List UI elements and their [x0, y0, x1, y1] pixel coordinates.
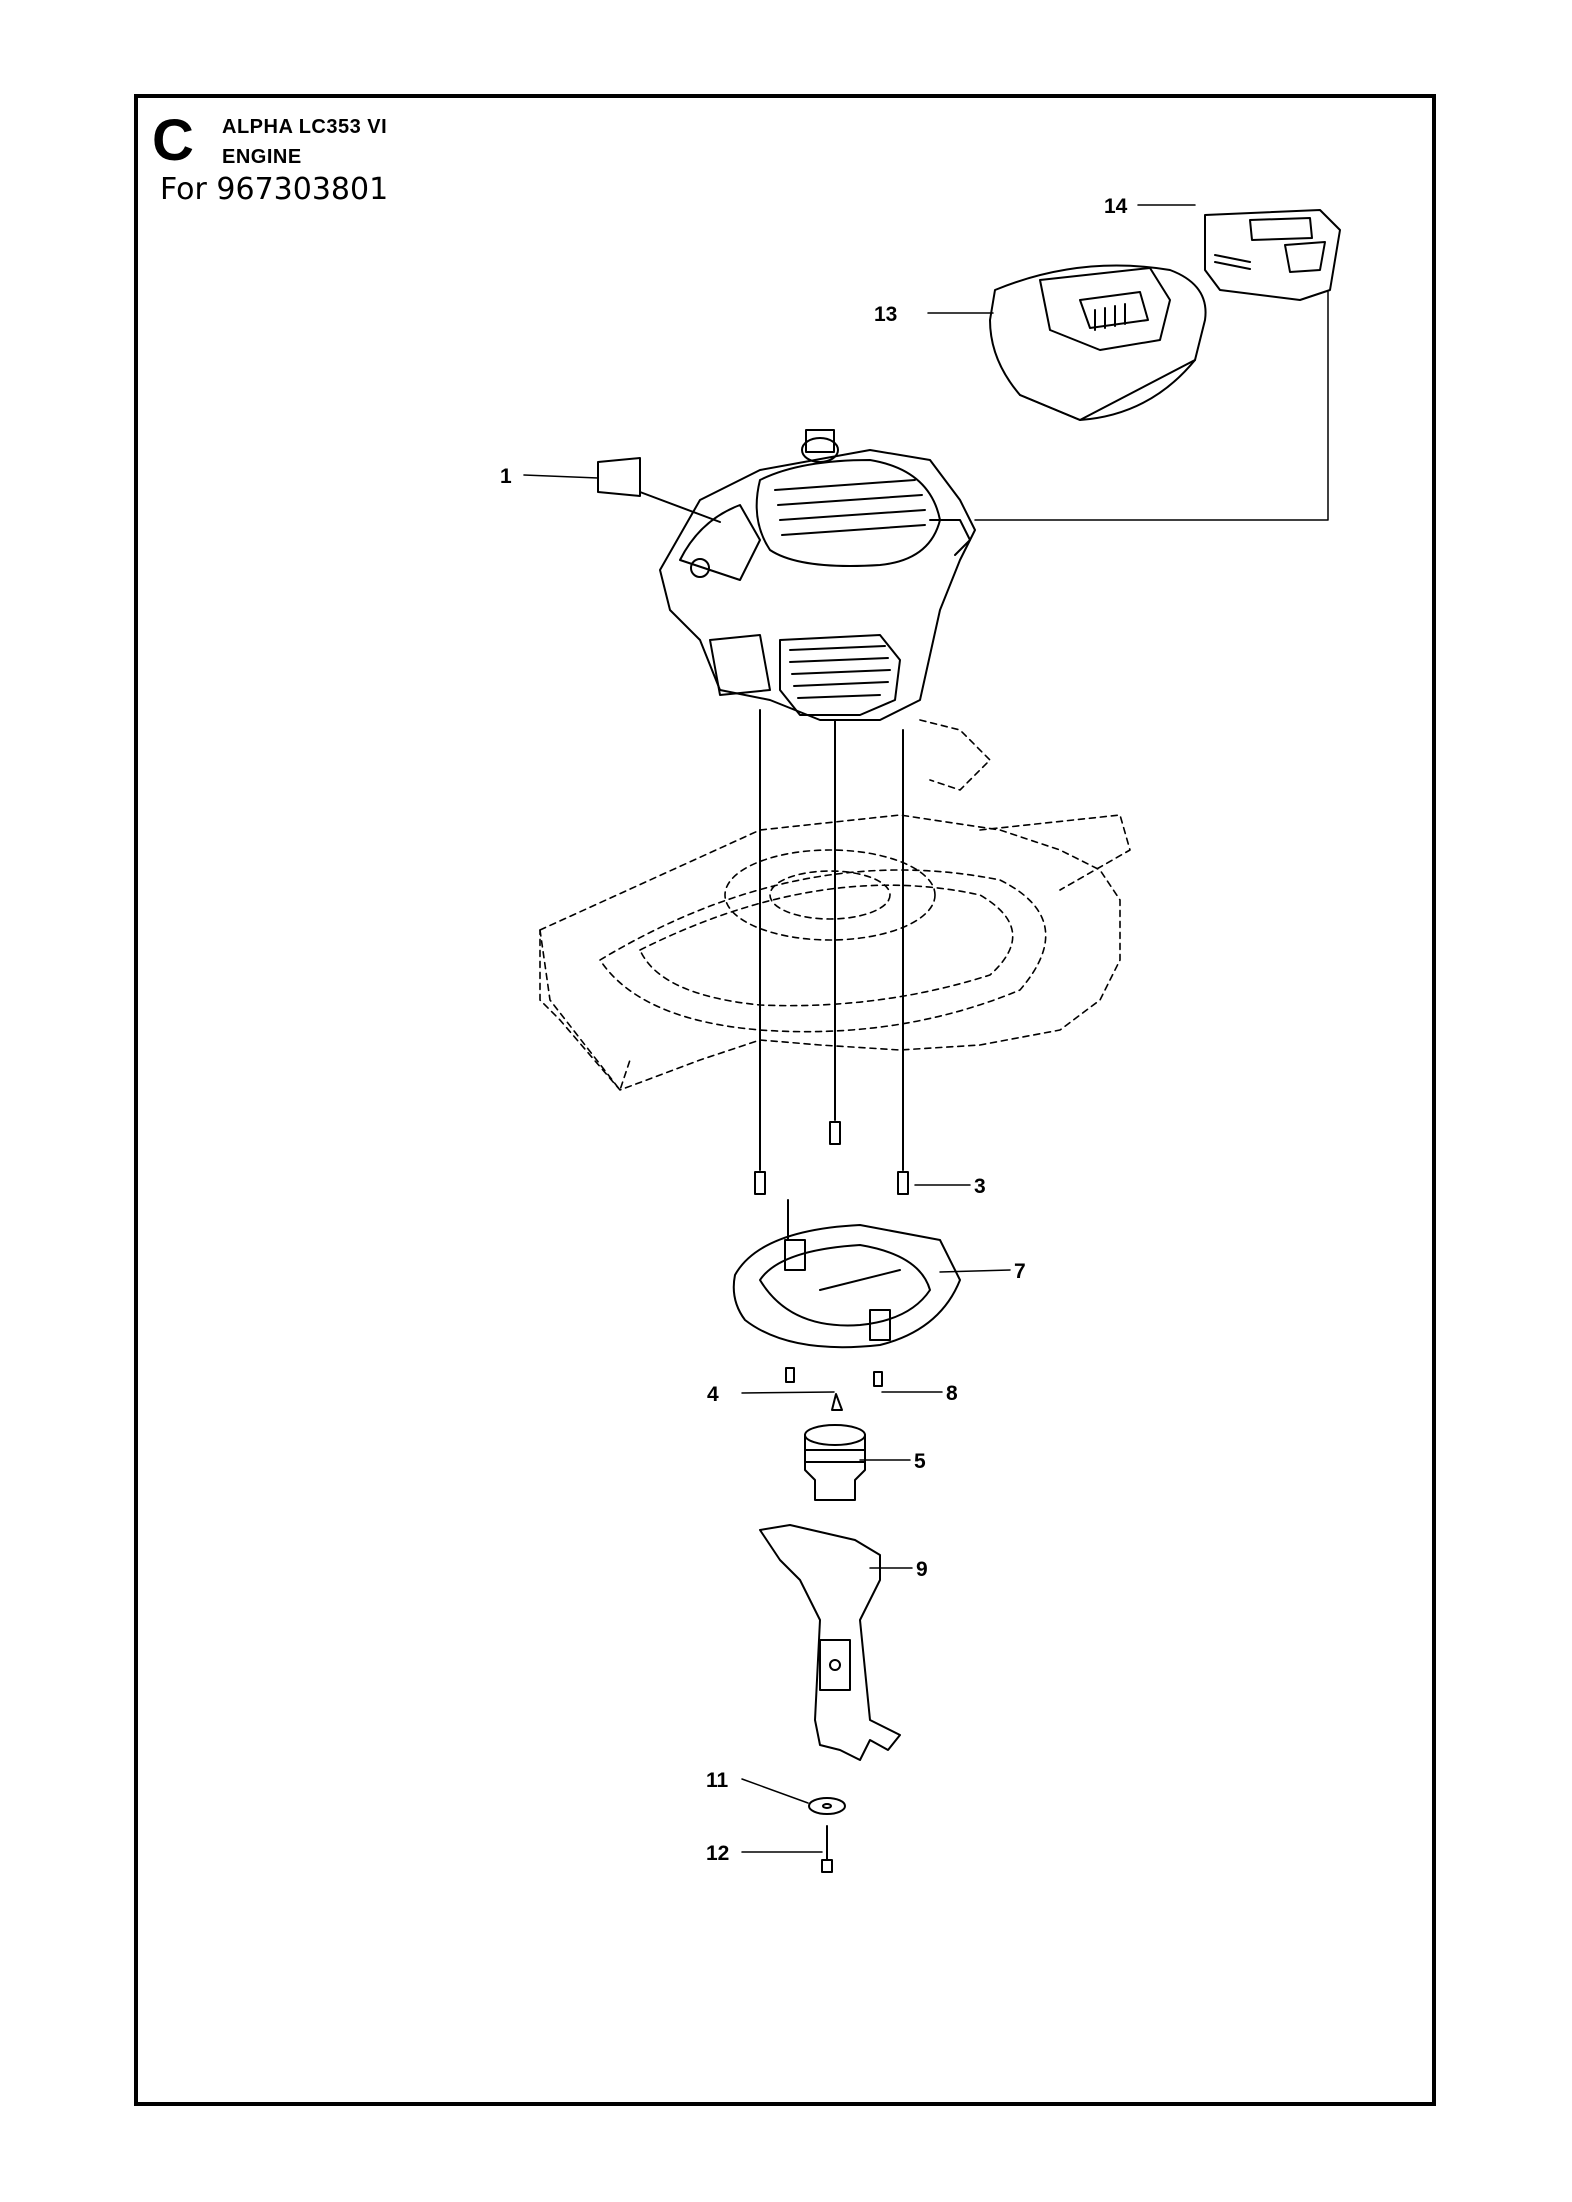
mower-deck-outline: [539, 719, 1131, 1091]
callout-leaders: [523, 204, 1329, 1853]
screw-4-part: [785, 1367, 795, 1383]
callout-3: 3: [974, 1175, 986, 1198]
callout-labels: 1 3 4 5 7 8 9 11 12 13 14: [500, 195, 1128, 1865]
callout-7: 7: [1014, 1260, 1026, 1283]
screw-8-part: [873, 1371, 883, 1387]
callout-5: 5: [914, 1450, 926, 1473]
callout-8: 8: [946, 1382, 958, 1405]
page-border: [134, 94, 1436, 2106]
engine-drawing: [659, 429, 976, 721]
callout-11: 11: [706, 1769, 729, 1792]
charger-drawing: [989, 264, 1207, 421]
section-letter: C: [152, 108, 194, 173]
callout-4: 4: [707, 1383, 719, 1406]
battery-drawing: [1204, 209, 1341, 301]
blade-bolt-part: [821, 1825, 833, 1873]
key-part: [831, 1393, 843, 1411]
callout-12: 12: [706, 1842, 729, 1865]
washer-part: [808, 1797, 846, 1815]
callout-1: 1: [500, 465, 512, 488]
part-number-line: For 967303801: [160, 172, 389, 207]
callout-14: 14: [1104, 195, 1128, 218]
model-name: ALPHA LC353 VI: [222, 116, 388, 138]
decal-leader: [639, 491, 721, 523]
adapter-hub-drawing: [804, 1424, 866, 1501]
blade-plate-drawing: [732, 1199, 961, 1349]
callout-13: 13: [874, 303, 897, 326]
blade-drawing: [759, 1524, 901, 1761]
mounting-bolt-parts: [754, 709, 909, 1195]
washer-hole: [822, 1803, 832, 1809]
decal-part: [597, 457, 641, 497]
callout-9: 9: [916, 1558, 928, 1581]
section-name: ENGINE: [222, 146, 302, 168]
